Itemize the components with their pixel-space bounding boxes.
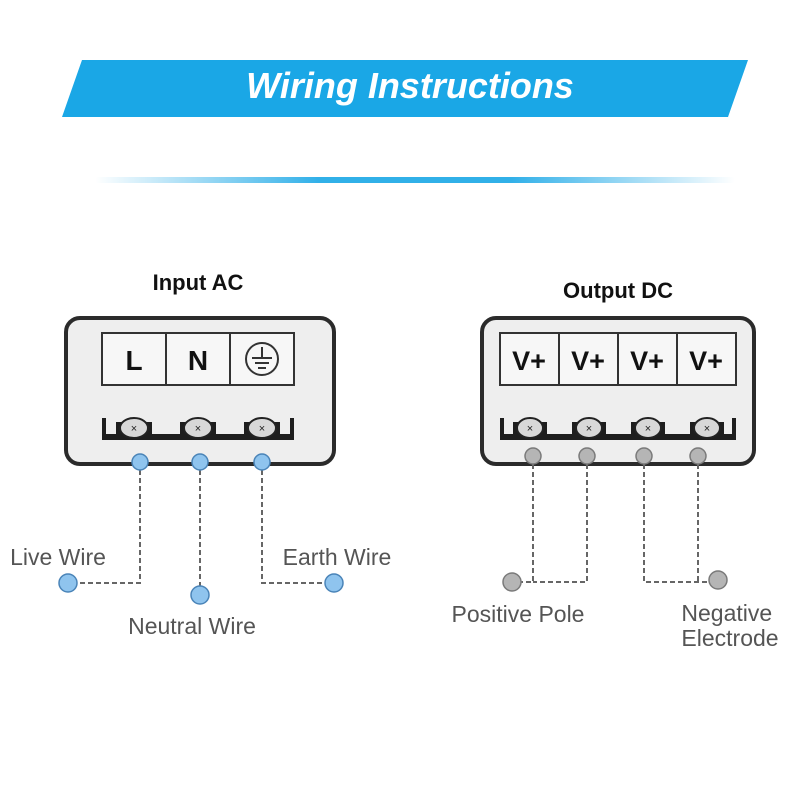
svg-text:×: × xyxy=(131,423,137,435)
terminal-label-vplus-3: V+ xyxy=(630,346,664,376)
neutral-wire-label: Neutral Wire xyxy=(128,613,256,639)
svg-text:×: × xyxy=(586,423,592,435)
terminal-label-vplus-4: V+ xyxy=(689,346,723,376)
negative-electrode-label-word2: Electrode xyxy=(681,625,778,651)
terminal-label-n: N xyxy=(188,345,208,376)
svg-text:×: × xyxy=(259,423,265,435)
positive-pole-label: Positive Pole xyxy=(452,601,585,627)
negative-electrode-label: Negative xyxy=(681,600,772,626)
title-banner xyxy=(62,60,748,117)
input-panel: L N xyxy=(64,316,336,466)
terminal-label-vplus-2: V+ xyxy=(571,346,605,376)
screw-terminal: × xyxy=(693,417,721,439)
screw-terminal: × xyxy=(119,417,149,439)
input-wires xyxy=(68,462,334,595)
ground-icon xyxy=(245,342,279,376)
screw-terminal: × xyxy=(575,417,603,439)
svg-text:×: × xyxy=(527,423,533,435)
earth-wire-label: Earth Wire xyxy=(283,544,392,570)
banner-title: Wiring Instructions xyxy=(246,65,574,106)
screw-terminal: × xyxy=(516,417,544,439)
output-heading: Output DC xyxy=(563,278,673,303)
live-wire-label: Live Wire xyxy=(10,544,106,570)
screw-terminal: × xyxy=(247,417,277,439)
output-wires xyxy=(512,456,718,583)
divider-line xyxy=(95,177,735,183)
svg-text:×: × xyxy=(645,423,651,435)
input-heading: Input AC xyxy=(153,270,244,295)
svg-text:×: × xyxy=(195,423,201,435)
screw-terminal: × xyxy=(634,417,662,439)
terminal-label-vplus-1: V+ xyxy=(512,346,546,376)
svg-text:×: × xyxy=(704,423,710,435)
input-connection-dots xyxy=(58,453,344,605)
output-connection-dots xyxy=(502,447,728,592)
output-panel: V+ V+ V+ V+ xyxy=(480,316,756,466)
terminal-label-l: L xyxy=(125,345,142,376)
screw-terminal: × xyxy=(183,417,213,439)
negative-electrode-label-line1: Negative Electrode xyxy=(681,600,778,651)
